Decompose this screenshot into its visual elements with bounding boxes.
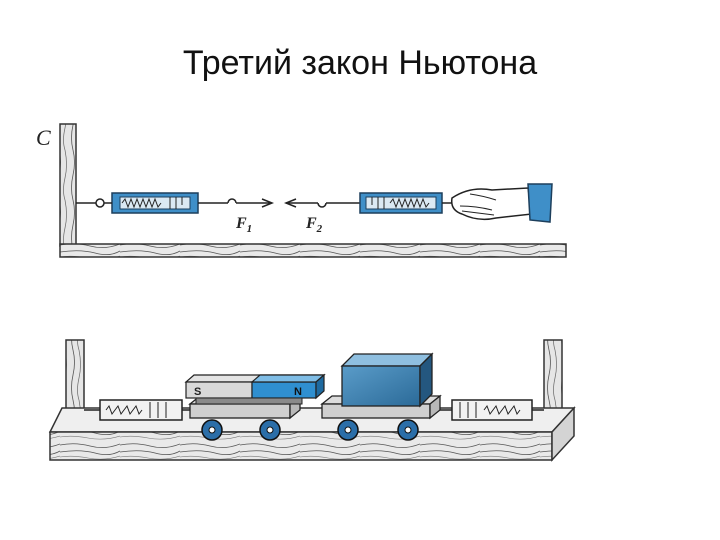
magnet-pole-s: S: [194, 386, 201, 398]
bottom-right-dynamometer: [440, 399, 544, 421]
arrow-f1: [261, 198, 275, 208]
slide-title: Третий закон Ньютона: [182, 44, 538, 82]
bar-magnet: S N: [184, 373, 326, 405]
bottom-left-dynamometer: [84, 399, 190, 421]
top-experiment: C F1 F2: [36, 123, 567, 258]
bottom-experiment: S N: [48, 339, 576, 462]
left-cart: S N: [184, 373, 326, 441]
top-base-board: [59, 243, 567, 258]
wall-label: C: [36, 125, 51, 150]
right-dynamometer: [359, 192, 456, 214]
arrow-f2: [283, 198, 297, 208]
force-f1-label: F1: [235, 215, 252, 235]
right-cart: [320, 352, 442, 441]
steel-block: [340, 352, 434, 408]
force-f2-label: F2: [305, 215, 323, 235]
left-dynamometer: [104, 192, 199, 214]
magnet-pole-n: N: [294, 386, 302, 398]
hand-illustration: [450, 183, 553, 223]
left-wall-post: [59, 123, 77, 247]
